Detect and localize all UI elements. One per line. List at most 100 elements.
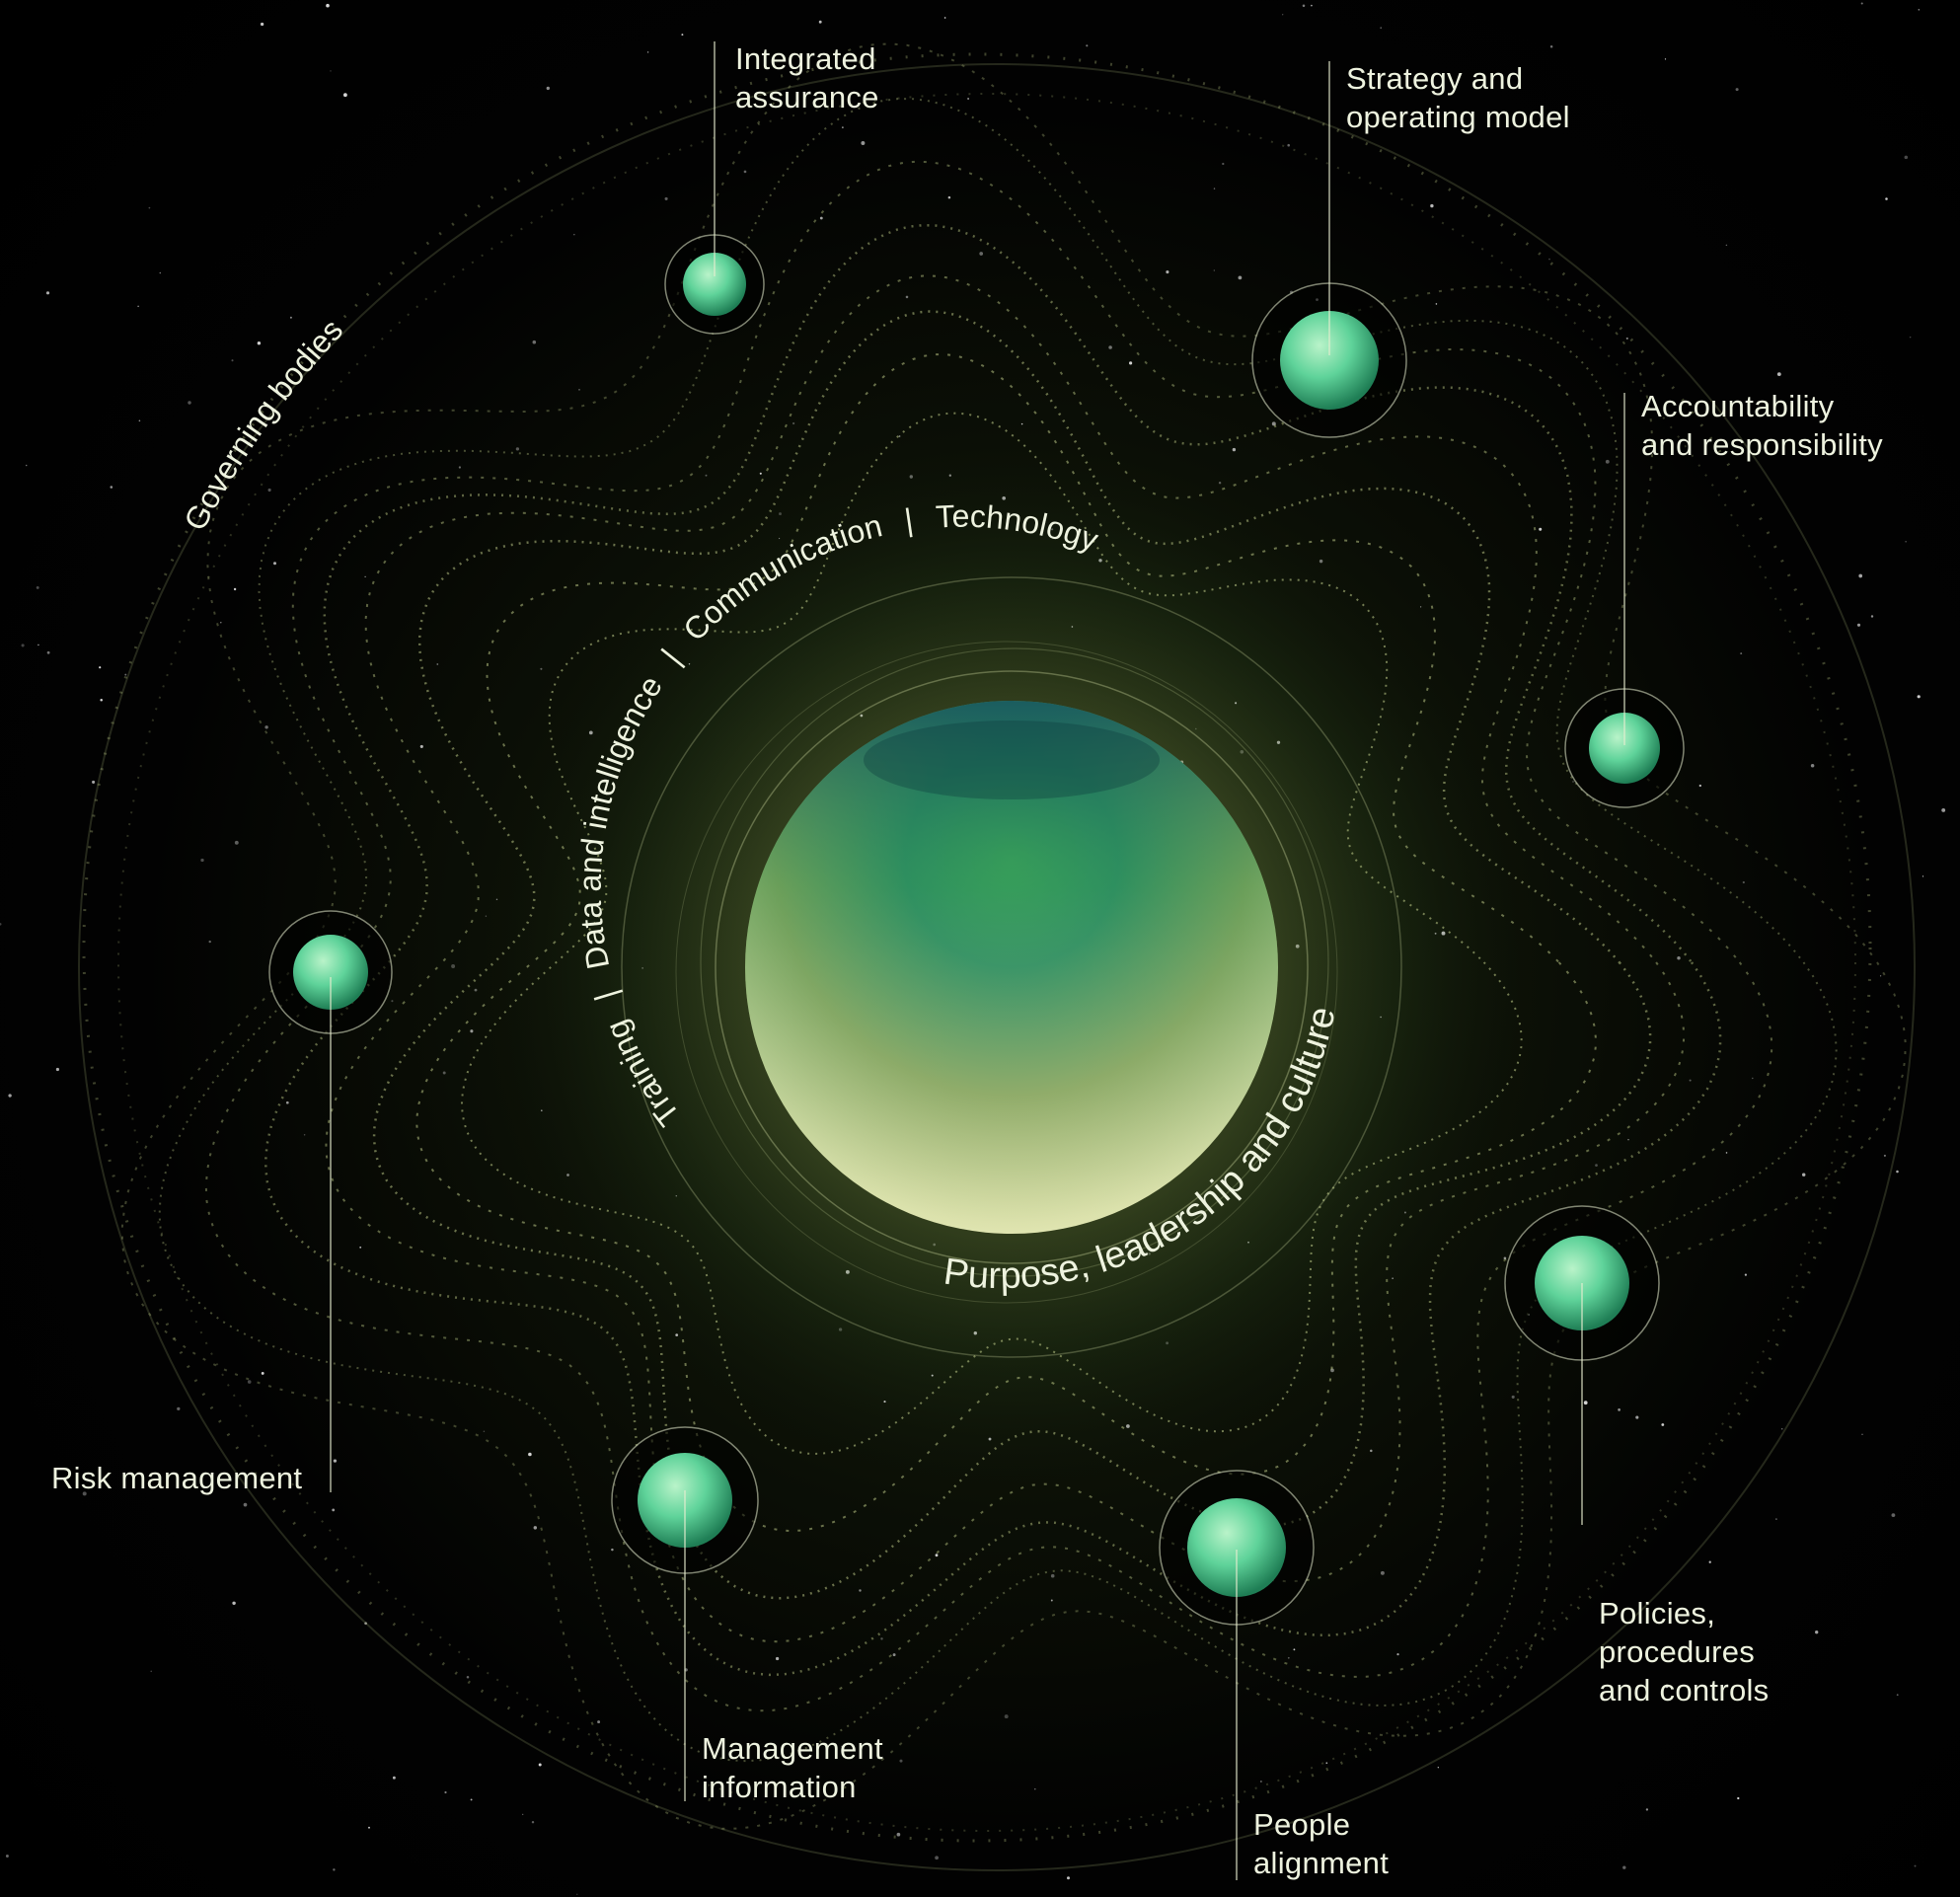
- label-policies-line1: Policies,: [1599, 1596, 1716, 1631]
- star: [1627, 1139, 1629, 1141]
- star: [148, 206, 151, 209]
- star: [646, 51, 649, 53]
- star: [364, 1622, 367, 1626]
- star: [905, 295, 909, 299]
- star: [137, 305, 139, 308]
- star: [442, 1071, 446, 1075]
- star: [775, 1656, 780, 1661]
- label-accountability: Accountability and responsibility: [1641, 387, 1883, 464]
- star: [38, 644, 39, 646]
- star: [1325, 1762, 1328, 1765]
- star: [528, 1452, 532, 1457]
- orbit-line: [415, 352, 1597, 1533]
- star: [21, 644, 25, 647]
- star: [243, 1502, 248, 1507]
- star: [231, 359, 234, 362]
- star: [1050, 1599, 1053, 1602]
- star: [200, 858, 204, 863]
- label-integrated-line1: Integrated: [735, 41, 876, 76]
- star: [289, 316, 292, 319]
- star: [1860, 2, 1863, 5]
- star: [1605, 459, 1610, 464]
- star: [1503, 1256, 1507, 1260]
- star: [1801, 1173, 1806, 1176]
- star: [5, 1855, 9, 1858]
- star: [842, 126, 844, 128]
- star: [1108, 345, 1112, 349]
- star: [1435, 303, 1438, 305]
- star: [611, 1548, 614, 1552]
- star: [1891, 1513, 1896, 1517]
- star: [267, 488, 271, 493]
- star: [261, 1371, 264, 1375]
- star: [705, 474, 708, 477]
- star: [234, 840, 239, 845]
- star: [444, 1790, 447, 1794]
- orbit-node-risk: [268, 910, 393, 1034]
- star: [364, 575, 366, 578]
- star: [1708, 1560, 1711, 1563]
- star: [124, 673, 127, 676]
- star: [1941, 807, 1946, 812]
- star: [1735, 88, 1739, 92]
- star: [264, 725, 268, 729]
- star: [1396, 1653, 1399, 1656]
- star: [1086, 44, 1089, 47]
- star: [45, 291, 50, 295]
- star: [419, 744, 423, 748]
- star: [99, 666, 102, 669]
- governing-bodies-label: Governing bodies: [177, 312, 349, 536]
- star: [1918, 9, 1921, 11]
- star: [532, 340, 537, 344]
- star: [1725, 244, 1728, 247]
- star: [1905, 541, 1907, 543]
- star: [1752, 1077, 1754, 1080]
- star: [1222, 162, 1225, 166]
- star: [759, 472, 762, 475]
- star: [892, 1653, 896, 1657]
- label-risk-line1: Risk management: [51, 1461, 303, 1495]
- star: [1815, 1631, 1819, 1634]
- label-management-line1: Management: [702, 1731, 883, 1766]
- star: [880, 1637, 883, 1640]
- star: [1861, 1433, 1863, 1436]
- star: [1917, 695, 1921, 699]
- label-policies: Policies, procedures and controls: [1599, 1594, 1769, 1709]
- star: [1370, 1449, 1373, 1453]
- star: [935, 1554, 939, 1557]
- star: [531, 1820, 535, 1824]
- star: [285, 1100, 289, 1104]
- star: [1622, 1865, 1626, 1869]
- star: [1572, 781, 1574, 783]
- star: [1213, 188, 1216, 190]
- label-strategy-line1: Strategy and: [1346, 61, 1524, 96]
- star: [436, 663, 439, 665]
- label-people-line1: People: [1253, 1807, 1351, 1842]
- star: [681, 34, 684, 37]
- star: [1635, 1415, 1639, 1419]
- star: [935, 1856, 939, 1860]
- star: [1293, 1648, 1296, 1651]
- star: [792, 421, 795, 425]
- star: [899, 1759, 903, 1763]
- label-accountability-line1: Accountability: [1641, 389, 1835, 423]
- star: [100, 699, 103, 702]
- star: [515, 447, 520, 451]
- star: [1661, 1423, 1665, 1426]
- star: [1271, 421, 1276, 426]
- star: [573, 233, 575, 236]
- star: [522, 1813, 524, 1815]
- label-policies-line2: procedures: [1599, 1634, 1756, 1669]
- label-strategy: Strategy and operating model: [1346, 59, 1570, 136]
- star: [0, 923, 2, 926]
- star: [233, 587, 237, 591]
- star: [533, 1526, 538, 1530]
- star: [1166, 270, 1169, 274]
- star: [578, 389, 580, 391]
- inner-rings: [621, 576, 1402, 1358]
- star: [818, 20, 822, 24]
- star: [1618, 1408, 1621, 1411]
- star: [92, 780, 96, 784]
- orbit-line: [460, 412, 1523, 1455]
